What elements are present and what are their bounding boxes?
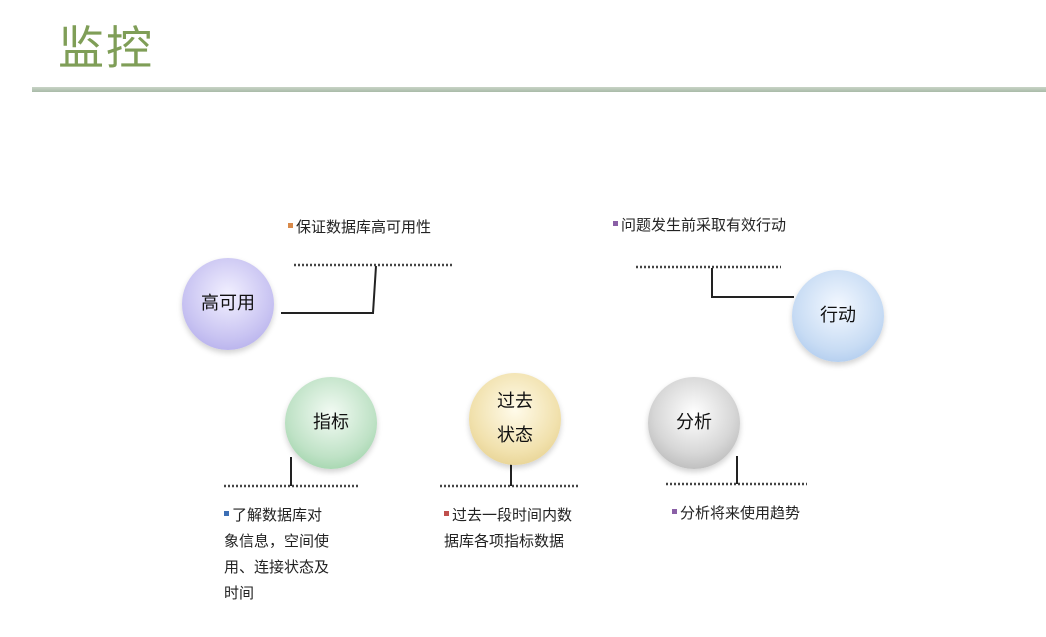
node-past-state: 过去 状态 <box>469 373 561 465</box>
note-text: 问题发生前采取有效行动 <box>621 216 787 234</box>
note-line: 象信息，空间使 <box>224 532 330 550</box>
note-high-availability: 保证数据库高可用性 <box>288 214 431 240</box>
note-line: 据库各项指标数据 <box>444 532 565 550</box>
page-title: 监控 <box>58 21 154 75</box>
bullet-icon <box>672 509 677 514</box>
node-label-line: 状态 <box>497 425 533 446</box>
node-label-line: 过去 <box>497 390 533 412</box>
node-label: 高可用 <box>201 292 255 314</box>
title-divider <box>32 87 1046 92</box>
note-text: 分析将来使用趋势 <box>680 504 801 522</box>
node-label: 指标 <box>313 411 349 433</box>
note-metrics: 了解数据库对 象信息，空间使 用、连接状态及 时间 <box>224 502 329 606</box>
connector-action <box>711 268 794 298</box>
bullet-icon <box>224 511 229 516</box>
node-metrics: 指标 <box>285 377 377 469</box>
connector-high-availability <box>281 265 377 314</box>
note-line: 了解数据库对 <box>232 506 323 524</box>
node-high-availability: 高可用 <box>182 258 274 350</box>
bullet-icon <box>613 221 618 226</box>
note-action: 问题发生前采取有效行动 <box>613 212 786 238</box>
node-label: 分析 <box>676 411 712 433</box>
note-line: 用、连接状态及 <box>224 558 330 576</box>
note-line: 过去一段时间内数 <box>452 506 573 524</box>
note-text: 保证数据库高可用性 <box>296 218 432 236</box>
bullet-icon <box>288 223 293 228</box>
node-analysis: 分析 <box>648 377 740 469</box>
bullet-icon <box>444 511 449 516</box>
note-analysis: 分析将来使用趋势 <box>672 500 800 526</box>
note-past-state: 过去一段时间内数 据库各项指标数据 <box>444 502 572 554</box>
node-label: 行动 <box>820 304 856 326</box>
note-line: 时间 <box>224 584 255 602</box>
node-action: 行动 <box>792 270 884 362</box>
